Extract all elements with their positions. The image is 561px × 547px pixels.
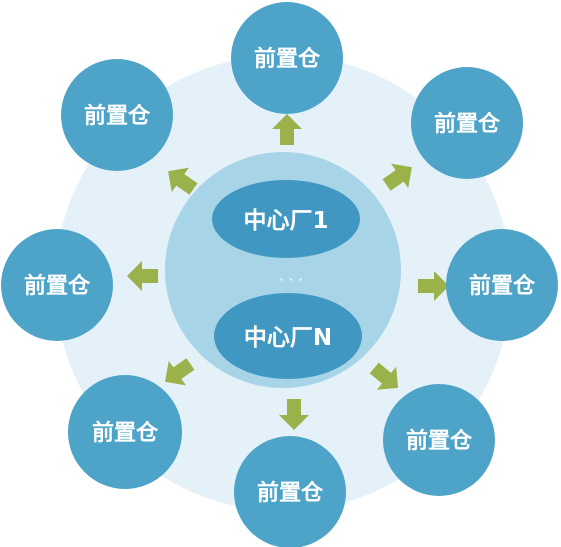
hub-n bbox=[214, 293, 362, 379]
front-warehouse-circle bbox=[68, 375, 182, 489]
front-warehouse-node: 前置仓 bbox=[231, 2, 343, 114]
front-warehouse-circle bbox=[1, 229, 113, 341]
front-warehouse-label: 前置仓 bbox=[406, 428, 473, 454]
flow-arrow bbox=[369, 362, 399, 390]
hub-1 bbox=[212, 180, 360, 258]
front-warehouse-node: 前置仓 bbox=[446, 229, 558, 341]
front-warehouse-circle bbox=[446, 229, 558, 341]
front-warehouse-label: 前置仓 bbox=[92, 420, 159, 446]
front-warehouse-circle bbox=[61, 59, 173, 171]
flow-arrow bbox=[382, 163, 412, 191]
front-warehouse-node: 前置仓 bbox=[68, 375, 182, 489]
hub-n-label: 中心厂N bbox=[244, 325, 332, 351]
front-warehouse-node: 前置仓 bbox=[383, 384, 495, 496]
front-warehouse-label: 前置仓 bbox=[254, 46, 321, 72]
flow-arrow bbox=[168, 167, 198, 195]
flow-arrow bbox=[418, 271, 449, 301]
front-warehouse-label: 前置仓 bbox=[84, 103, 151, 129]
front-warehouse-node: 前置仓 bbox=[234, 436, 346, 547]
front-warehouse-label: 前置仓 bbox=[257, 480, 324, 506]
front-warehouse-circle bbox=[411, 67, 523, 179]
flow-arrow bbox=[279, 399, 309, 430]
front-warehouse-node: 前置仓 bbox=[1, 229, 113, 341]
front-warehouse-label: 前置仓 bbox=[24, 273, 91, 299]
flow-arrow bbox=[165, 358, 195, 386]
front-warehouse-node: 前置仓 bbox=[411, 67, 523, 179]
arrows-layer bbox=[127, 114, 449, 430]
hub-1-label: 中心厂1 bbox=[243, 208, 328, 234]
front-warehouse-circle bbox=[383, 384, 495, 496]
front-warehouse-circle bbox=[234, 436, 346, 547]
front-warehouse-label: 前置仓 bbox=[469, 273, 536, 299]
front-warehouse-label: 前置仓 bbox=[434, 111, 501, 137]
front-warehouse-node: 前置仓 bbox=[61, 59, 173, 171]
front-warehouse-circle bbox=[231, 2, 343, 114]
flow-arrow bbox=[272, 114, 302, 145]
flow-arrow bbox=[127, 261, 158, 291]
hub-ellipsis: · · · bbox=[279, 271, 303, 289]
